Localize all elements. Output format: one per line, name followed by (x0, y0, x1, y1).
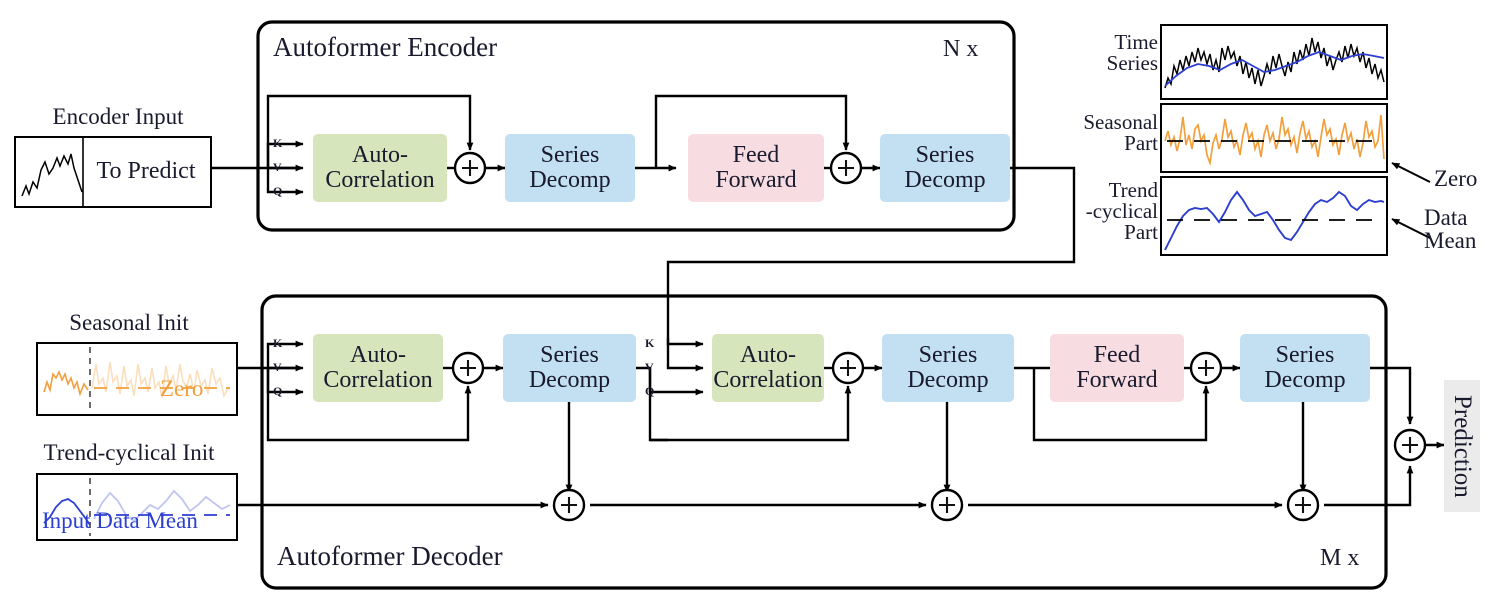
encoder-repeat-label: N x (943, 36, 979, 62)
caption-line-2: Part (1124, 131, 1158, 155)
block-label-line1: Auto- (352, 141, 408, 168)
seasonal-init-caption: Seasonal Init (69, 310, 189, 335)
block-label-line1: Series (1275, 341, 1335, 368)
block-label-line1: Series (915, 141, 975, 168)
block-label-line1: Series (918, 341, 978, 368)
seasonal-part-plot (1160, 103, 1388, 173)
time-series-caption: Time Series (1076, 32, 1158, 74)
trend-init-mean-label: Input Data Mean (42, 508, 198, 533)
block-enc-feed-forward[interactable]: Feed Forward (688, 134, 824, 202)
encoder-k-label: K (273, 136, 283, 150)
block-dec-autocorr-1[interactable]: Auto- Correlation (313, 334, 443, 402)
prediction-label: Prediction (1449, 394, 1476, 498)
caption-line-1: Time (1114, 30, 1158, 54)
caption-line-1: Seasonal (1083, 110, 1158, 134)
prediction-output: Prediction (1444, 380, 1480, 512)
block-label-line2: Decomp (907, 367, 989, 393)
trend-init-caption: Trend-cyclical Init (43, 440, 215, 465)
block-label-line1: Feed (1093, 341, 1141, 368)
annotation-line-1: Data (1424, 205, 1468, 230)
block-label-line2: Correlation (323, 367, 433, 393)
trend-init-sparkline (43, 478, 231, 536)
encoder-input-caption: Encoder Input (52, 104, 184, 129)
block-label-line2: Correlation (325, 167, 435, 193)
decoder-q-label-2: Q (645, 384, 655, 398)
trend-init-panel (36, 473, 238, 541)
encoder-v-label: V (273, 160, 283, 174)
decoder-v-label-2: V (645, 360, 655, 374)
encoder-input-panel (14, 136, 212, 208)
block-dec-decomp-1[interactable]: Series Decomp (503, 334, 636, 402)
annotation-line-2: Mean (1424, 228, 1477, 253)
block-label-line2: Forward (1076, 367, 1158, 393)
seasonal-init-sparkline (43, 347, 230, 411)
decoder-q-label-1: Q (273, 384, 283, 398)
block-label-line2: Decomp (529, 167, 611, 193)
decoder-repeat-label: M x (1320, 545, 1360, 571)
encoder-input-to-predict-label: To Predict (96, 158, 196, 184)
seasonal-init-panel (36, 342, 238, 416)
block-dec-decomp-3[interactable]: Series Decomp (1240, 334, 1370, 402)
block-label-line2: Forward (715, 167, 797, 193)
block-label-line1: Auto- (740, 341, 796, 368)
encoder-title: Autoformer Encoder (273, 32, 498, 62)
caption-line-2: -cyclical (1085, 199, 1158, 223)
decoder-k-label-2: K (645, 336, 655, 350)
seasonal-part-caption: Seasonal Part (1068, 112, 1158, 154)
decoder-title: Autoformer Decoder (277, 541, 503, 571)
block-label-line1: Series (540, 141, 600, 168)
trend-cyclical-part-plot (1160, 176, 1388, 256)
caption-line-1: Trend (1108, 178, 1158, 202)
block-dec-feed-forward[interactable]: Feed Forward (1050, 334, 1184, 402)
caption-line-3: Part (1124, 220, 1158, 244)
block-label-line2: Decomp (1264, 367, 1346, 393)
seasonal-zero-annotation: Zero (1434, 166, 1478, 191)
decoder-k-label-1: K (273, 336, 283, 350)
block-enc-autocorr[interactable]: Auto- Correlation (313, 134, 447, 202)
block-enc-decomp-2[interactable]: Series Decomp (880, 134, 1010, 202)
data-mean-annotation: Data Mean (1424, 206, 1488, 252)
block-label-line1: Series (540, 341, 599, 368)
seasonal-part-curve (1164, 114, 1385, 167)
encoder-q-label: Q (273, 184, 283, 198)
block-label-line2: Decomp (904, 167, 986, 193)
trend-cyclical-part-caption: Trend -cyclical Part (1060, 180, 1158, 243)
seasonal-init-zero-label: Zero (160, 376, 204, 401)
time-series-curves (1164, 37, 1385, 89)
decoder-v-label-1: V (273, 360, 283, 374)
time-series-plot (1160, 24, 1388, 100)
block-dec-decomp-2[interactable]: Series Decomp (882, 334, 1014, 402)
block-label-line1: Auto- (350, 341, 406, 368)
trend-cyclical-curve (1164, 190, 1385, 251)
block-enc-decomp-1[interactable]: Series Decomp (505, 134, 635, 202)
block-label-line2: Decomp (528, 367, 611, 393)
encoder-input-sparkline (21, 138, 84, 206)
block-label-line1: Feed (732, 141, 780, 168)
block-label-line2: Correlation (713, 367, 823, 393)
caption-line-2: Series (1106, 51, 1158, 75)
block-dec-autocorr-2[interactable]: Auto- Correlation (712, 334, 824, 402)
